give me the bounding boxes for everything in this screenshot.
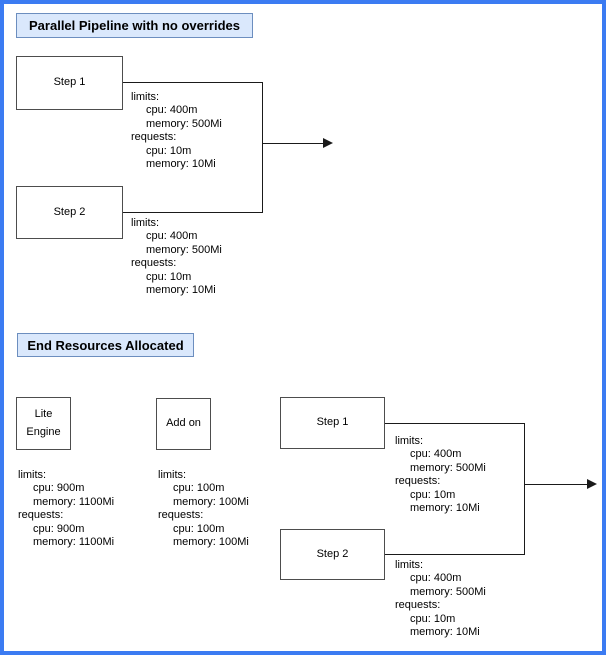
top-step-1-label: Step 1 bbox=[53, 76, 86, 89]
connector-line-top-step1 bbox=[123, 82, 262, 83]
resource-line: memory: 500Mi bbox=[410, 461, 486, 474]
resource-line: cpu: 10m bbox=[146, 144, 192, 157]
bottom-step-1-box: Step 1 bbox=[280, 397, 385, 449]
resource-line: requests: bbox=[131, 131, 177, 144]
resource-line: requests: bbox=[131, 257, 177, 270]
resource-line: memory: 500Mi bbox=[146, 243, 222, 256]
resources-add-on: limits: cpu: 100m memory: 100Mi requests… bbox=[158, 469, 249, 549]
resource-line: limits: bbox=[131, 91, 160, 103]
resource-line: requests: bbox=[158, 509, 204, 522]
resource-line: memory: 100Mi bbox=[173, 495, 249, 508]
resource-line: limits: bbox=[18, 469, 47, 481]
resource-line: cpu: 100m bbox=[173, 522, 225, 535]
resource-line: requests: bbox=[18, 509, 64, 522]
resource-line: cpu: 10m bbox=[146, 270, 192, 283]
resources-bottom-step-1: limits: cpu: 400m memory: 500Mi requests… bbox=[395, 435, 486, 515]
resource-line: cpu: 400m bbox=[146, 230, 198, 243]
resource-line: requests: bbox=[395, 475, 441, 488]
resource-line: cpu: 900m bbox=[33, 482, 85, 495]
resource-line: memory: 10Mi bbox=[410, 626, 480, 639]
arrow-right-icon bbox=[587, 479, 597, 489]
lite-engine-box: Lite Engine bbox=[16, 397, 71, 450]
top-step-2-label: Step 2 bbox=[53, 205, 86, 218]
top-step-2-box: Step 2 bbox=[16, 186, 123, 239]
add-on-label: Add on bbox=[166, 417, 201, 430]
resource-line: cpu: 100m bbox=[173, 482, 225, 495]
arrow-right-icon bbox=[323, 138, 333, 148]
resource-line: memory: 10Mi bbox=[146, 158, 216, 171]
connector-line-bottom-step2 bbox=[385, 554, 524, 555]
resource-line: memory: 1100Mi bbox=[33, 495, 115, 508]
resource-line: memory: 10Mi bbox=[146, 284, 216, 297]
connector-line-bottom-arrow bbox=[524, 484, 587, 485]
resource-line: cpu: 400m bbox=[410, 572, 462, 585]
resource-line: limits: bbox=[395, 435, 424, 447]
resource-line: requests: bbox=[395, 599, 441, 612]
resource-line: limits: bbox=[395, 559, 424, 571]
bottom-step-1-label: Step 1 bbox=[316, 416, 349, 429]
resource-line: memory: 500Mi bbox=[410, 585, 486, 598]
resource-line: cpu: 900m bbox=[33, 522, 85, 535]
connector-line-bottom-vertical bbox=[524, 423, 525, 555]
bottom-step-2-box: Step 2 bbox=[280, 529, 385, 580]
resources-bottom-step-2: limits: cpu: 400m memory: 500Mi requests… bbox=[395, 559, 486, 639]
resource-line: memory: 500Mi bbox=[146, 117, 222, 130]
connector-line-bottom-step1 bbox=[385, 423, 524, 424]
top-step-1-box: Step 1 bbox=[16, 56, 123, 110]
section-title-parallel-pipeline: Parallel Pipeline with no overrides bbox=[16, 13, 253, 38]
resources-top-step-2: limits: cpu: 400m memory: 500Mi requests… bbox=[131, 217, 222, 297]
resource-line: cpu: 10m bbox=[410, 612, 456, 625]
resource-line: limits: bbox=[131, 217, 160, 229]
section-title-end-resources: End Resources Allocated bbox=[17, 333, 194, 357]
add-on-box: Add on bbox=[156, 398, 211, 450]
resource-line: cpu: 400m bbox=[146, 104, 198, 117]
lite-engine-label: Lite Engine bbox=[26, 407, 61, 438]
connector-line-top-step2 bbox=[123, 212, 262, 213]
connector-line-top-arrow bbox=[262, 143, 324, 144]
resource-line: cpu: 400m bbox=[410, 448, 462, 461]
resource-line: memory: 100Mi bbox=[173, 536, 249, 549]
resource-line: memory: 1100Mi bbox=[33, 536, 115, 549]
resource-line: cpu: 10m bbox=[410, 488, 456, 501]
bottom-step-2-label: Step 2 bbox=[316, 547, 349, 560]
connector-line-top-vertical bbox=[262, 82, 263, 213]
resource-line: memory: 10Mi bbox=[410, 502, 480, 515]
resources-lite-engine: limits: cpu: 900m memory: 1100Mi request… bbox=[18, 469, 114, 549]
resources-top-step-1: limits: cpu: 400m memory: 500Mi requests… bbox=[131, 91, 222, 171]
resource-line: limits: bbox=[158, 469, 187, 481]
